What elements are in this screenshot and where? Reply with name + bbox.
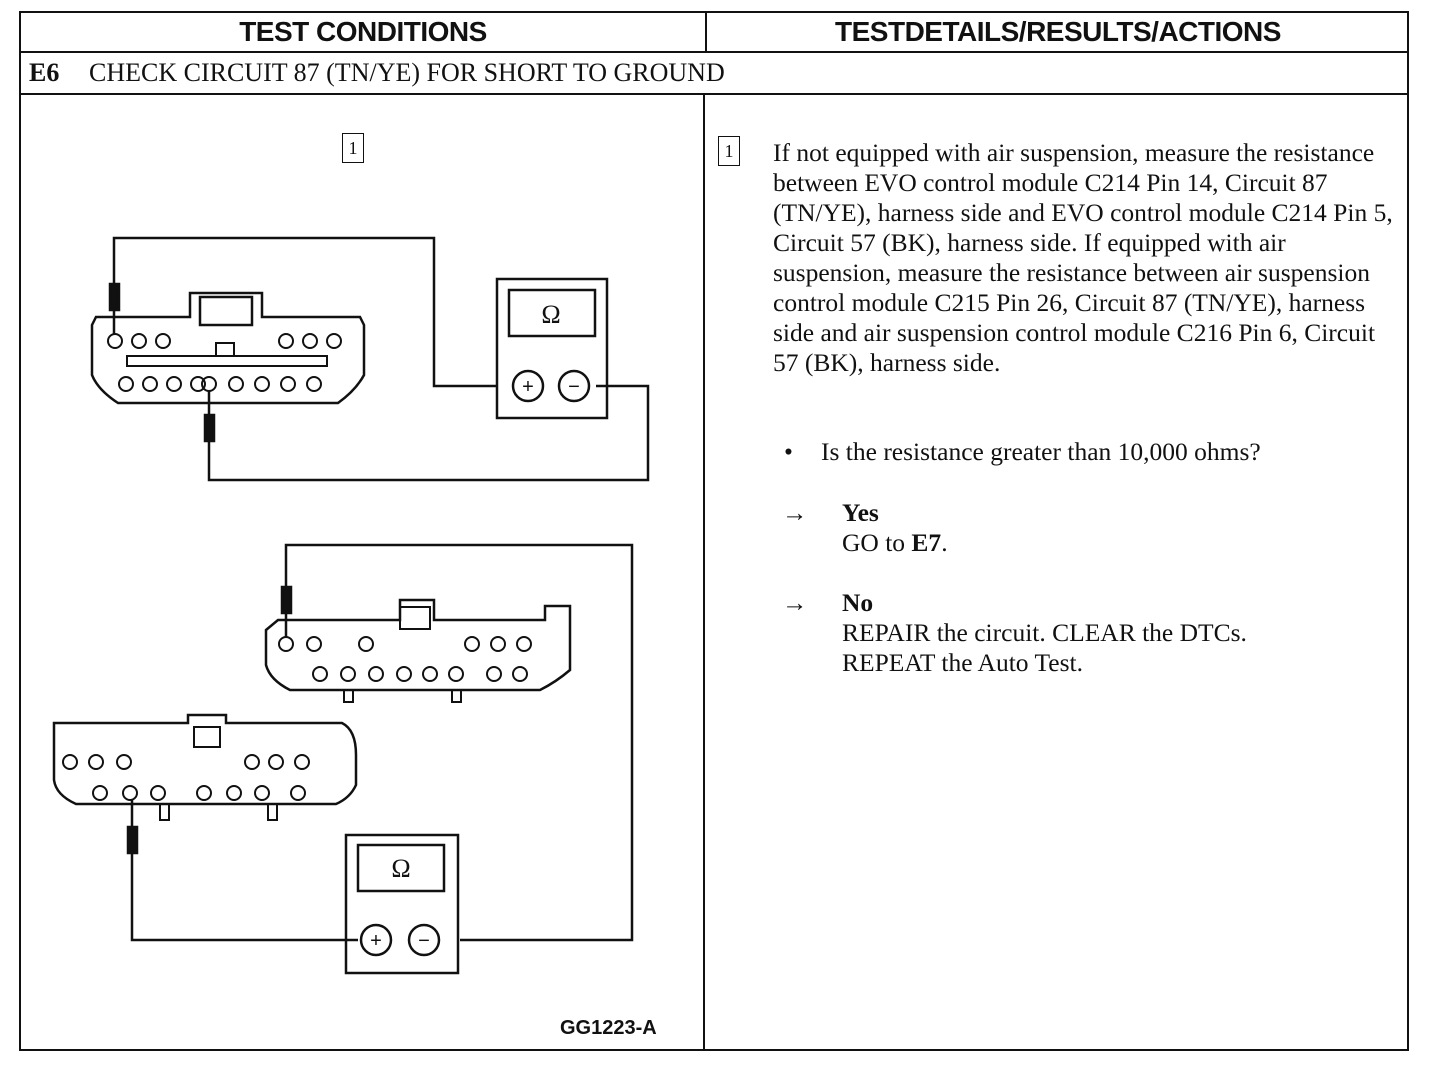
test-table: TEST CONDITIONS TESTDETAILS/RESULTS/ACTI… <box>19 11 1409 1051</box>
yes-label: Yes <box>842 498 879 527</box>
question-bullet: • <box>784 437 793 466</box>
no-label: No <box>842 588 874 617</box>
header-test-details: TESTDETAILS/RESULTS/ACTIONS <box>835 16 1281 47</box>
no-action-line1: REPAIR the circuit. CLEAR the DTCs. <box>842 618 1247 647</box>
lower-probe-leads <box>126 543 634 942</box>
upper-meter-symbol: Ω <box>541 300 560 329</box>
step-row: E6 CHECK CIRCUIT 87 (TN/YE) FOR SHORT TO… <box>21 53 1407 93</box>
upper-meter-plus: + <box>522 376 534 398</box>
upper-connector-c214 <box>90 291 366 405</box>
arrow-icon: → <box>782 498 808 527</box>
question-text: Is the resistance greater than 10,000 oh… <box>821 437 1261 466</box>
step-title: CHECK CIRCUIT 87 (TN/YE) FOR SHORT TO GR… <box>89 58 725 87</box>
details-step-box: 1 <box>718 136 740 166</box>
arrow-icon: → <box>782 588 808 617</box>
body-column-divider <box>703 93 705 1051</box>
yes-action-prefix: GO to <box>842 528 912 557</box>
lower-connector-c216 <box>52 713 358 821</box>
figure-step-box: 1 <box>342 133 364 163</box>
upper-meter-minus: − <box>568 376 580 398</box>
header-divider <box>21 51 1407 53</box>
lower-meter-minus: − <box>418 930 430 952</box>
header-test-conditions: TEST CONDITIONS <box>239 16 487 47</box>
lower-meter-plus: + <box>370 930 382 952</box>
lower-ohmmeter: Ω + − <box>344 833 460 975</box>
instruction-text: If not equipped with air suspension, mea… <box>773 138 1393 378</box>
no-action-line2: REPEAT the Auto Test. <box>842 648 1083 677</box>
instruction-paragraph: If not equipped with air suspension, mea… <box>773 138 1393 377</box>
upper-probe-leads <box>108 236 650 482</box>
middle-connector-c215 <box>264 598 572 703</box>
upper-connector-pins-row2 <box>118 376 322 392</box>
wiring-diagram: Ω + − <box>52 236 650 975</box>
yes-action-suffix: . <box>941 528 948 557</box>
yes-action-target: E7 <box>911 528 942 557</box>
figure-id: GG1223-A <box>560 1017 657 1039</box>
step-id: E6 <box>29 58 60 87</box>
lower-meter-symbol: Ω <box>391 854 410 883</box>
upper-ohmmeter: Ω + − <box>495 277 609 420</box>
upper-connector-pins-row1 <box>107 333 342 349</box>
header-column-divider <box>705 13 707 51</box>
step-divider <box>21 93 1407 95</box>
yes-action: GO to E7. <box>842 528 948 558</box>
